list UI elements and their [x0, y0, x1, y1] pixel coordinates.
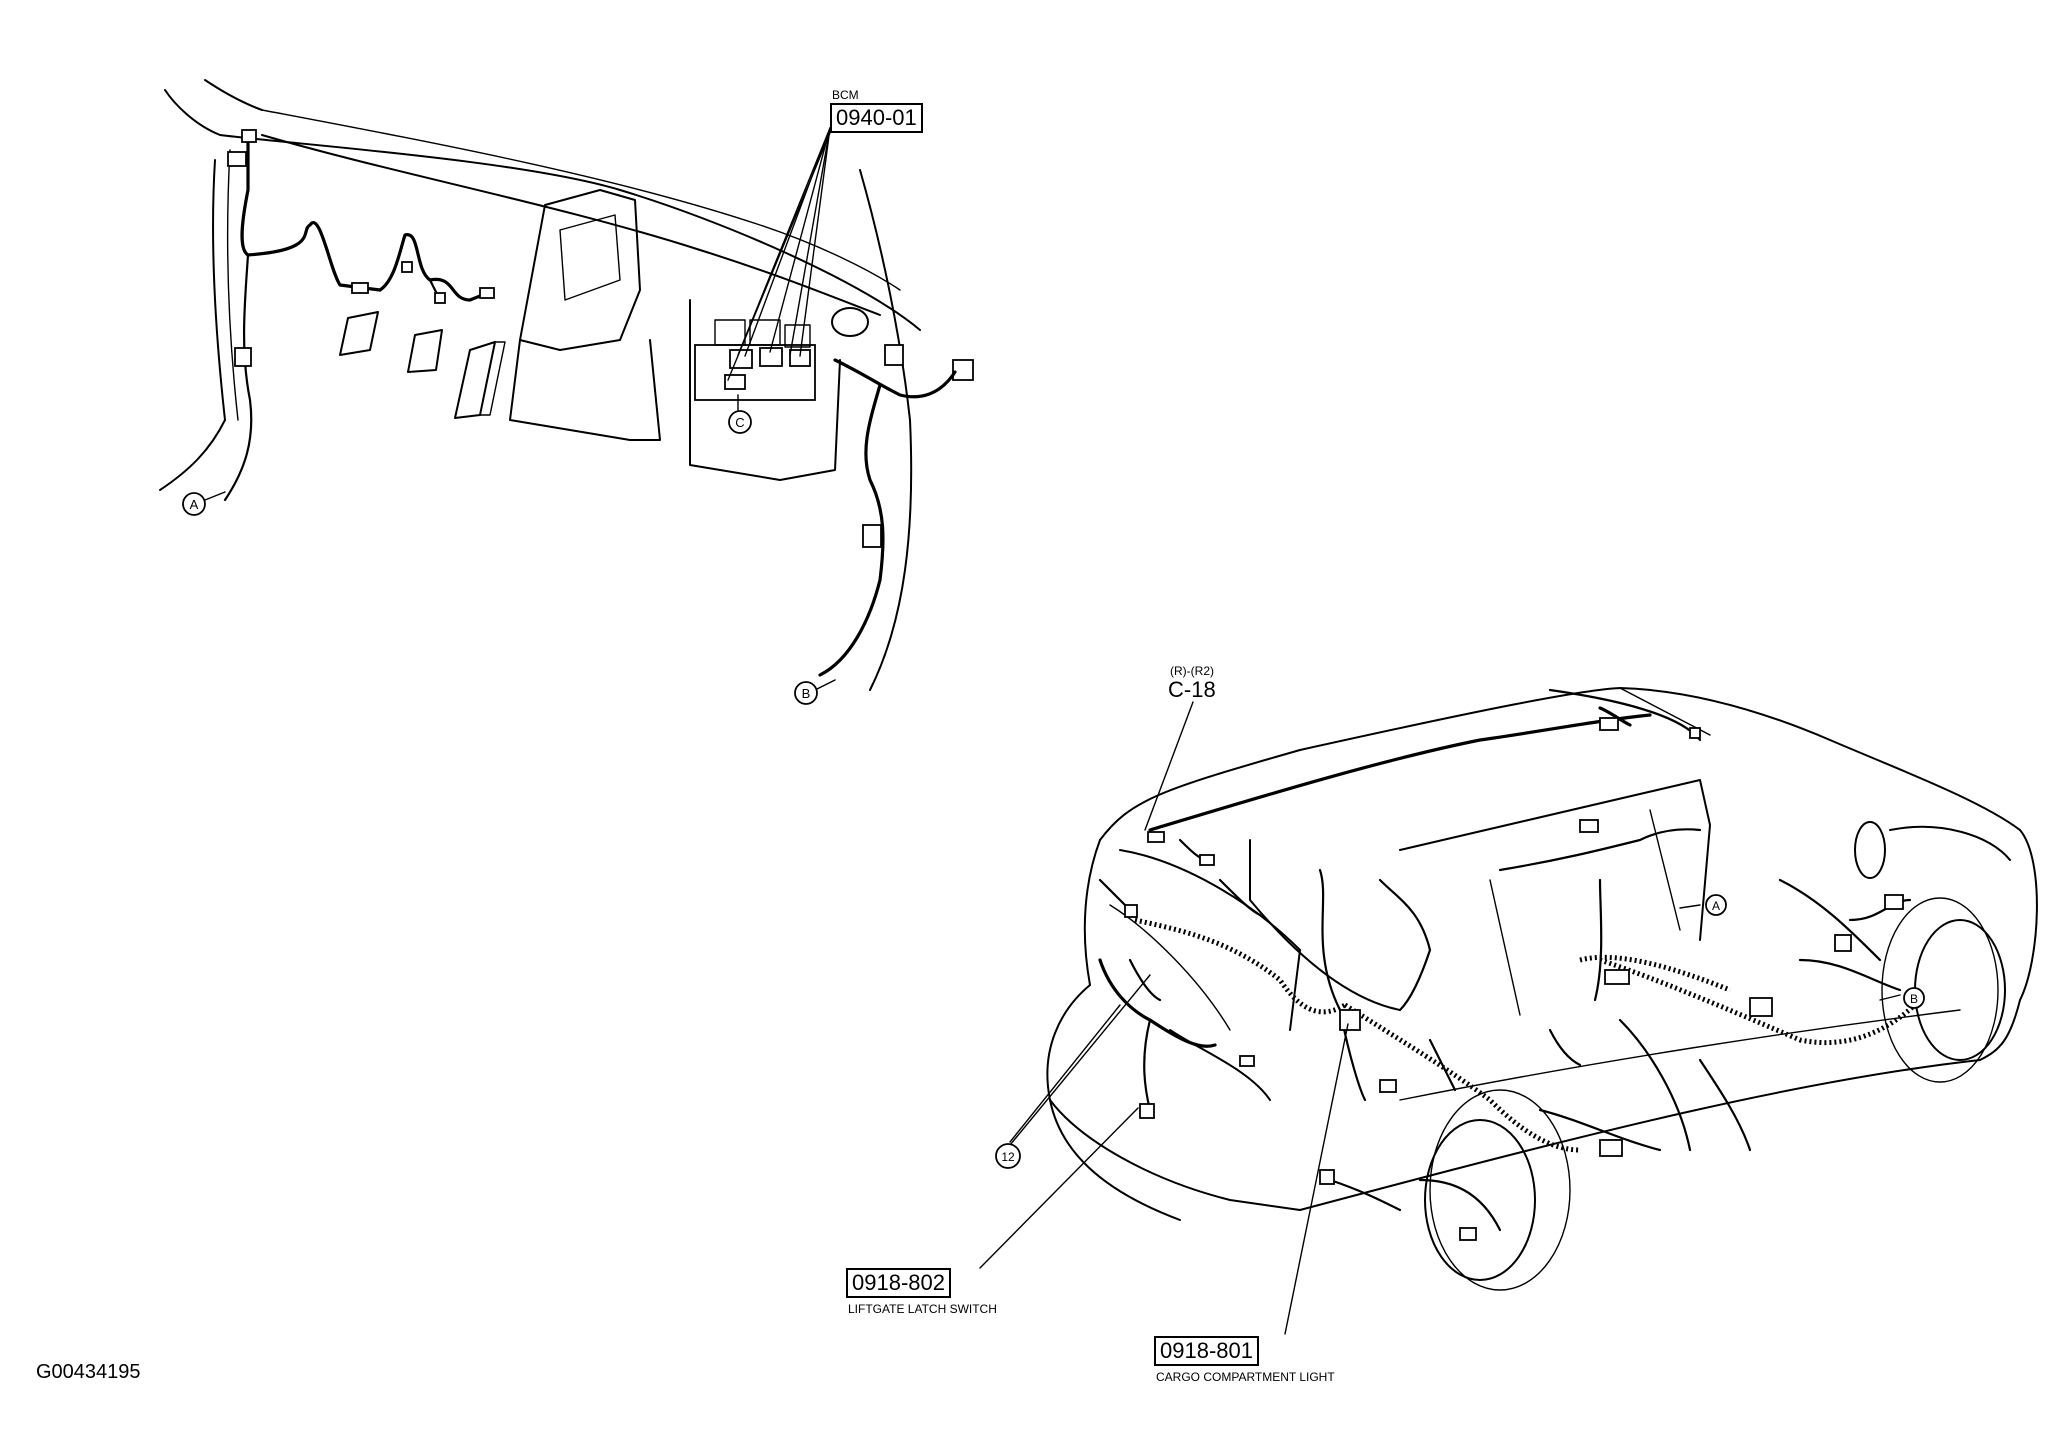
vehicle-view — [979, 687, 2038, 1335]
svg-text:A: A — [1712, 899, 1720, 913]
svg-text:B: B — [1910, 992, 1918, 1006]
liftgate-connector-code: 0918-802 — [846, 1268, 951, 1298]
top-marker-c: C — [728, 410, 752, 434]
c18-connector-code: C-18 — [1168, 677, 1216, 702]
car-marker-b: B — [1903, 987, 1925, 1009]
svg-text:A: A — [190, 497, 199, 512]
c18-qualifier: (R)-(R2) — [1170, 664, 1214, 678]
bcm-label: BCM — [832, 88, 859, 102]
svg-text:B: B — [802, 686, 811, 701]
bcm-connector-code: 0940-01 — [830, 103, 923, 133]
top-marker-a: A — [182, 492, 206, 516]
svg-text:C: C — [735, 415, 744, 430]
dashboard-view — [159, 79, 974, 691]
liftgate-connector-name: LIFTGATE LATCH SWITCH — [848, 1302, 997, 1316]
svg-text:12: 12 — [1001, 1150, 1015, 1164]
top-marker-b: B — [794, 681, 818, 705]
car-marker-a: A — [1705, 894, 1727, 916]
figure-id: G00434195 — [36, 1361, 141, 1383]
cargo-connector-code: 0918-801 — [1154, 1336, 1259, 1366]
cargo-connector-name: CARGO COMPARTMENT LIGHT — [1156, 1370, 1335, 1384]
ground-point-marker: 12 — [995, 1143, 1021, 1169]
